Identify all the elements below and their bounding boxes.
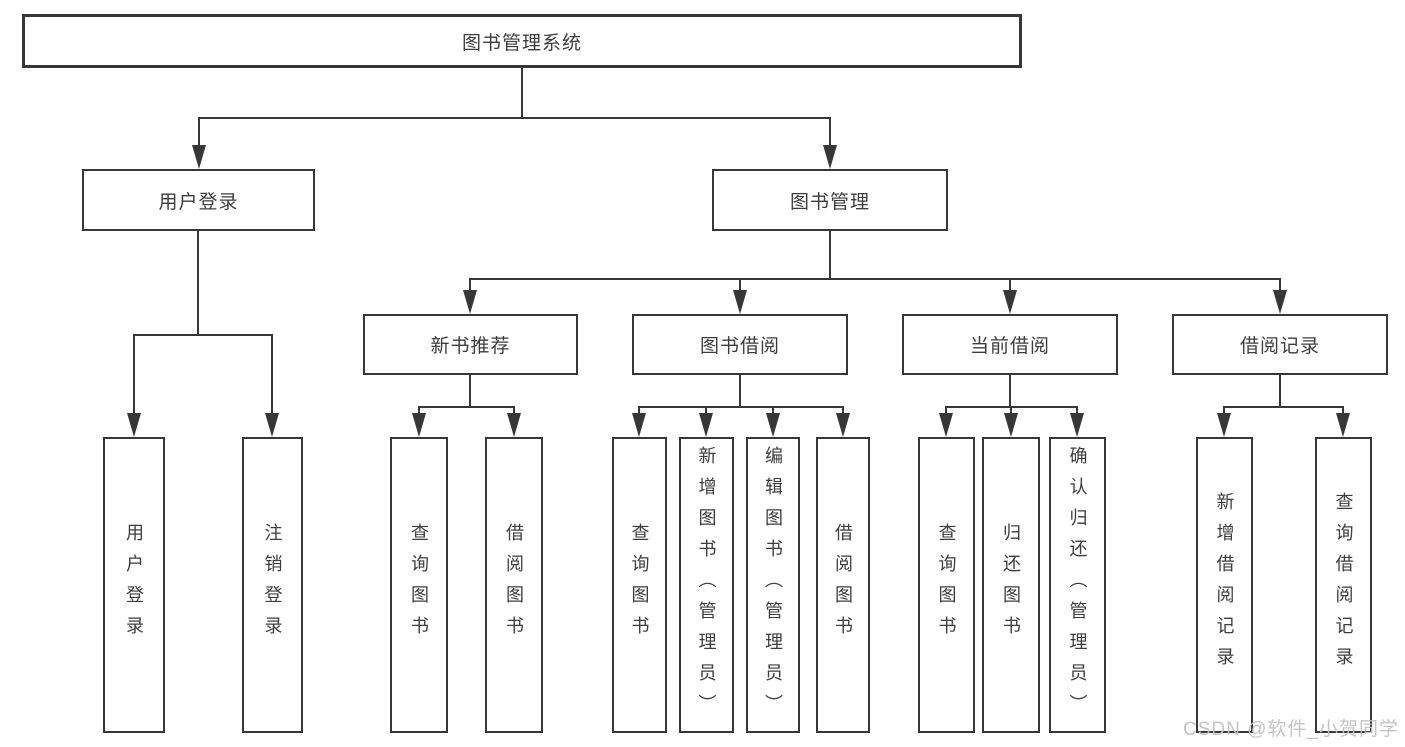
leaf-query-borrow-record: 查询借阅记录 <box>1315 437 1372 733</box>
connector-line <box>1342 406 1344 417</box>
connector-line <box>1279 375 1281 408</box>
arrowhead-down-icon <box>1217 413 1231 437</box>
arrowhead-down-icon <box>836 413 850 437</box>
connector-line <box>469 278 471 296</box>
connector-line <box>513 406 515 417</box>
connector-line <box>198 117 831 119</box>
connector-line <box>133 334 135 417</box>
connector-line <box>842 406 844 417</box>
connector-line <box>1009 375 1011 408</box>
leaf-query-books-recommend: 查询图书 <box>390 437 448 733</box>
leaf-return-books: 归还图书 <box>982 437 1040 733</box>
connector-line <box>946 406 1078 408</box>
arrowhead-down-icon <box>507 413 521 437</box>
connector-line <box>197 231 199 335</box>
connector-line <box>271 334 273 417</box>
leaf-query-books-borrowing: 查询图书 <box>612 437 667 733</box>
arrowhead-down-icon <box>463 290 477 314</box>
node-label: 用户登录 <box>124 523 144 647</box>
connector-line <box>705 406 707 417</box>
connector-line <box>739 375 741 408</box>
arrowhead-down-icon <box>1070 413 1084 437</box>
arrowhead-down-icon <box>632 413 646 437</box>
arrowhead-down-icon <box>1003 290 1017 314</box>
leaf-add-books-admin: 新增图书（管理员） <box>679 437 734 733</box>
connector-line <box>1009 278 1011 296</box>
arrowhead-down-icon <box>733 290 747 314</box>
connector-line <box>1279 278 1281 296</box>
leaf-edit-books-admin: 编辑图书（管理员） <box>746 437 800 733</box>
node-label: 查询图书 <box>629 523 650 647</box>
connector-line <box>739 278 741 296</box>
node-label: 图书管理系统 <box>461 32 582 54</box>
node-book-borrowing: 图书借阅 <box>632 314 848 375</box>
connector-line <box>418 406 515 408</box>
arrowhead-down-icon <box>127 413 141 437</box>
arrowhead-down-icon <box>265 413 279 437</box>
node-label: 图书管理 <box>789 191 870 213</box>
node-label: 借阅图书 <box>504 523 524 647</box>
leaf-confirm-return-admin: 确认归还（管理员） <box>1049 437 1106 733</box>
connector-line <box>198 117 200 150</box>
arrowhead-down-icon <box>699 413 713 437</box>
node-label: 确认归还（管理员） <box>1067 445 1088 725</box>
leaf-borrow-books-recommend: 借阅图书 <box>485 437 543 733</box>
node-label: 注销登录 <box>262 523 283 647</box>
connector-line <box>521 68 523 118</box>
connector-line <box>829 117 831 150</box>
connector-line <box>945 406 947 417</box>
node-label: 查询图书 <box>936 523 957 647</box>
node-borrowing-records: 借阅记录 <box>1172 314 1388 375</box>
connector-line <box>829 231 831 279</box>
node-label: 查询借阅记录 <box>1333 492 1354 678</box>
node-new-book-recommendation: 新书推荐 <box>363 314 578 375</box>
connector-line <box>1223 406 1225 417</box>
connector-line <box>639 406 844 408</box>
node-label: 查询图书 <box>409 523 429 647</box>
node-label: 图书借阅 <box>699 336 780 357</box>
node-label: 借阅图书 <box>833 523 853 647</box>
connector-line <box>1010 406 1012 417</box>
arrowhead-down-icon <box>823 145 837 169</box>
leaf-borrow-books-borrowing: 借阅图书 <box>816 437 870 733</box>
node-label: 新增图书（管理员） <box>696 445 717 725</box>
connector-line <box>1076 406 1078 417</box>
node-label: 编辑图书（管理员） <box>763 445 783 725</box>
connector-line <box>638 406 640 417</box>
node-library-management-system: 图书管理系统 <box>22 14 1022 68</box>
node-label: 用户登录 <box>158 191 239 213</box>
leaf-user-login: 用户登录 <box>103 437 165 733</box>
node-label: 借阅记录 <box>1239 336 1320 357</box>
arrowhead-down-icon <box>1273 290 1287 314</box>
arrowhead-down-icon <box>766 413 780 437</box>
connector-line <box>133 334 273 336</box>
node-current-borrowing: 当前借阅 <box>902 314 1118 375</box>
arrowhead-down-icon <box>1004 413 1018 437</box>
csdn-watermark: CSDN @软件_小贺同学 <box>1183 719 1399 740</box>
connector-line <box>1224 406 1344 408</box>
arrowhead-down-icon <box>939 413 953 437</box>
node-label: 新增借阅记录 <box>1214 492 1235 678</box>
arrowhead-down-icon <box>412 413 426 437</box>
leaf-add-borrow-record: 新增借阅记录 <box>1196 437 1253 733</box>
connector-line <box>470 278 1280 280</box>
node-user-login: 用户登录 <box>82 169 315 231</box>
connector-line <box>418 406 420 417</box>
node-label: 当前借阅 <box>969 336 1050 357</box>
node-label: 归还图书 <box>1001 523 1021 647</box>
connector-line <box>469 375 471 408</box>
node-book-management: 图书管理 <box>712 169 948 231</box>
leaf-logout: 注销登录 <box>242 437 303 733</box>
connector-line <box>772 406 774 417</box>
arrowhead-down-icon <box>192 145 206 169</box>
leaf-query-books-current: 查询图书 <box>918 437 975 733</box>
node-label: 新书推荐 <box>430 336 511 357</box>
arrowhead-down-icon <box>1336 413 1350 437</box>
